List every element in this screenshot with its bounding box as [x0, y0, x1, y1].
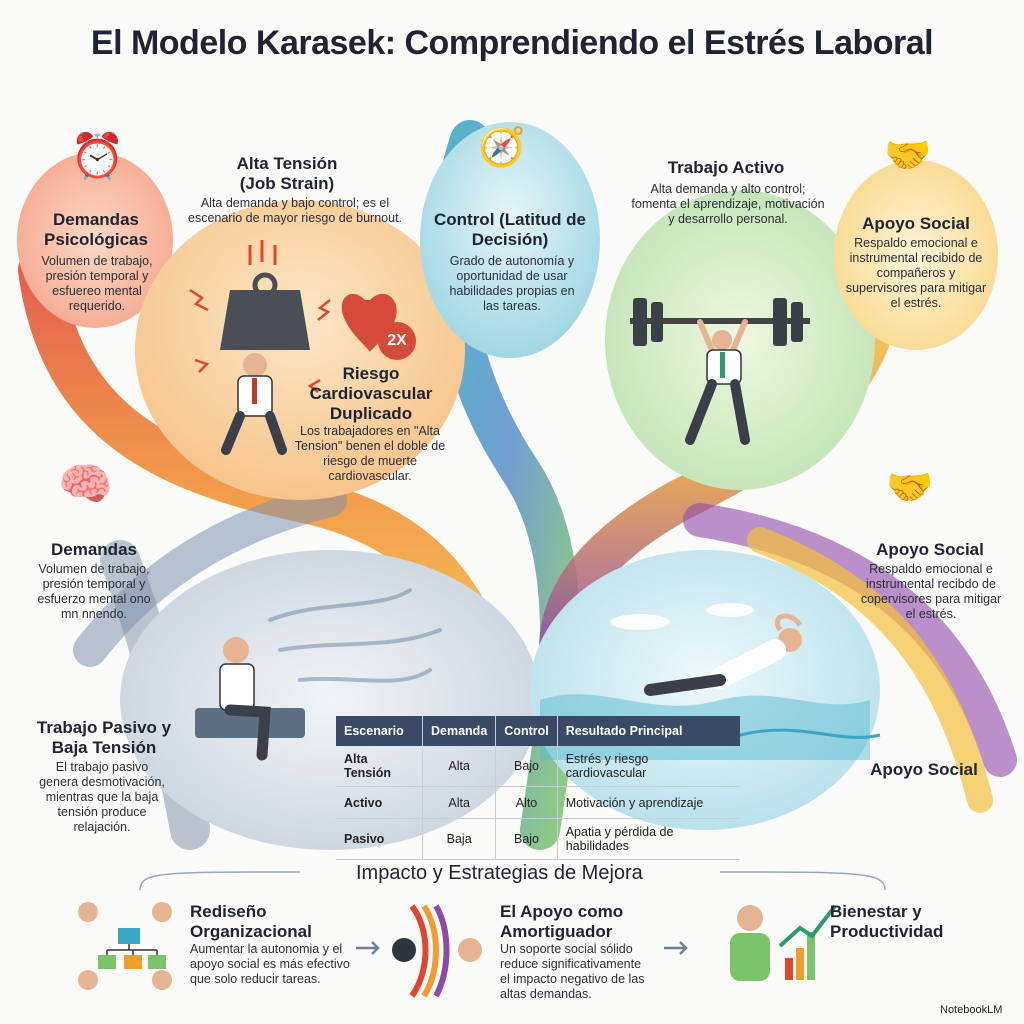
org-redesign-icon [78, 902, 172, 990]
passive-worker-illustration [195, 637, 305, 761]
impact-title: Impacto y Estrategias de Mejora [356, 862, 643, 884]
apoyo-social-1-title: Apoyo Social [862, 214, 970, 233]
brain-icon: 🧠 [58, 460, 113, 509]
alta-tension-text: Alta demanda y bajo control; es el escen… [188, 196, 403, 225]
table-cell: Alta Tensión [336, 746, 423, 787]
table-header: Control [495, 716, 558, 746]
apoyo-social-1-text: Respaldo emocional e instrumental recibi… [845, 236, 987, 310]
table-cell: Baja [421, 818, 496, 860]
control-text: Grado de autonomía y oportunidad de usar… [449, 254, 575, 313]
table-cell: Alta [421, 746, 496, 787]
table-row: Activo Alta Alto Motivación y aprendizaj… [336, 786, 740, 819]
growth-chart-icon [730, 904, 837, 981]
impact-item-2-title: El Apoyo como Amortiguador [500, 902, 624, 941]
trabajo-pasivo-title: Trabajo Pasivo y Baja Tensión [36, 718, 172, 757]
table-row: Pasivo Baja Bajo Apatia y pérdida de hab… [336, 818, 740, 860]
table-cell: Estrés y riesgo cardiovascular [556, 746, 740, 787]
table-cell: Bajo [495, 746, 558, 787]
trabajo-activo-title: Trabajo Activo [667, 158, 785, 177]
table-cell: Motivación y aprendizaje [556, 786, 740, 819]
table-header: Demanda [421, 716, 496, 746]
relaxed-worker-illustration [644, 613, 803, 696]
buffer-icon [392, 904, 482, 998]
comparison-table: Escenario Demanda Control Resultado Prin… [336, 716, 740, 860]
demandas-title: Demandas [51, 540, 137, 559]
handshake-bridge-icon: 🤝 [884, 135, 932, 177]
apoyo-social-2-text: Respaldo emocional e instrumental recibd… [860, 562, 1002, 621]
table-header: Resultado Principal [556, 716, 740, 746]
demandas-psicologicas-title: Demandas Psicológicas [44, 210, 148, 249]
table-cell: Alto [495, 786, 558, 819]
apoyo-social-3-title: Apoyo Social [870, 760, 978, 779]
trabajo-activo-text: Alta demanda y alto control; fomenta el … [631, 182, 825, 226]
impact-item-1-text: Aumentar la autonomia y el apoyo social … [190, 942, 350, 986]
weightlifter-illustration [630, 298, 810, 445]
alarm-clock-icon: ⏰ [70, 132, 125, 181]
notebooklm-badge: NotebookLM [940, 1004, 1003, 1016]
table-cell: Apatia y pérdida de habilidades [556, 818, 740, 860]
table-cell: Activo [336, 786, 423, 819]
impact-item-3-title: Bienestar y Productividad [830, 902, 944, 941]
handshake-bridge-icon-2: 🤝 [886, 467, 934, 509]
alta-tension-title: Alta Tensión (Job Strain) [236, 154, 338, 193]
trabajo-pasivo-text: El trabajo pasivo genera desmotivación, … [39, 760, 165, 834]
riesgo-text: Los trabajadores en "Alta Tension" benen… [294, 424, 446, 483]
table-cell: Pasivo [336, 818, 423, 860]
control-title: Control (Latitud de Decisión) [433, 210, 587, 249]
compass-icon: 🧭 [478, 127, 526, 169]
demandas-psicologicas-text: Volumen de trabajo, presión temporal y e… [41, 254, 153, 313]
risk-2x-badge: 2X [378, 322, 416, 360]
table-header: Escenario [336, 716, 423, 746]
riesgo-title: Riesgo Cardiovascular Duplicado [309, 364, 433, 423]
table-header-row: Escenario Demanda Control Resultado Prin… [336, 716, 740, 746]
table-cell: Bajo [495, 818, 558, 860]
table-row: Alta Tensión Alta Bajo Estrés y riesgo c… [336, 746, 740, 787]
demandas-text: Volumen de trabajo, presión temporal y e… [37, 562, 151, 621]
apoyo-social-2-title: Apoyo Social [876, 540, 984, 559]
impact-item-1-title: Rediseño Organizacional [190, 902, 312, 941]
page-title: El Modelo Karasek: Comprendiendo el Estr… [90, 24, 934, 62]
table-cell: Alta [421, 786, 496, 819]
impact-item-2-text: Un soporte social sólido reduce signific… [500, 942, 645, 1001]
stressed-worker-illustration [189, 240, 331, 455]
